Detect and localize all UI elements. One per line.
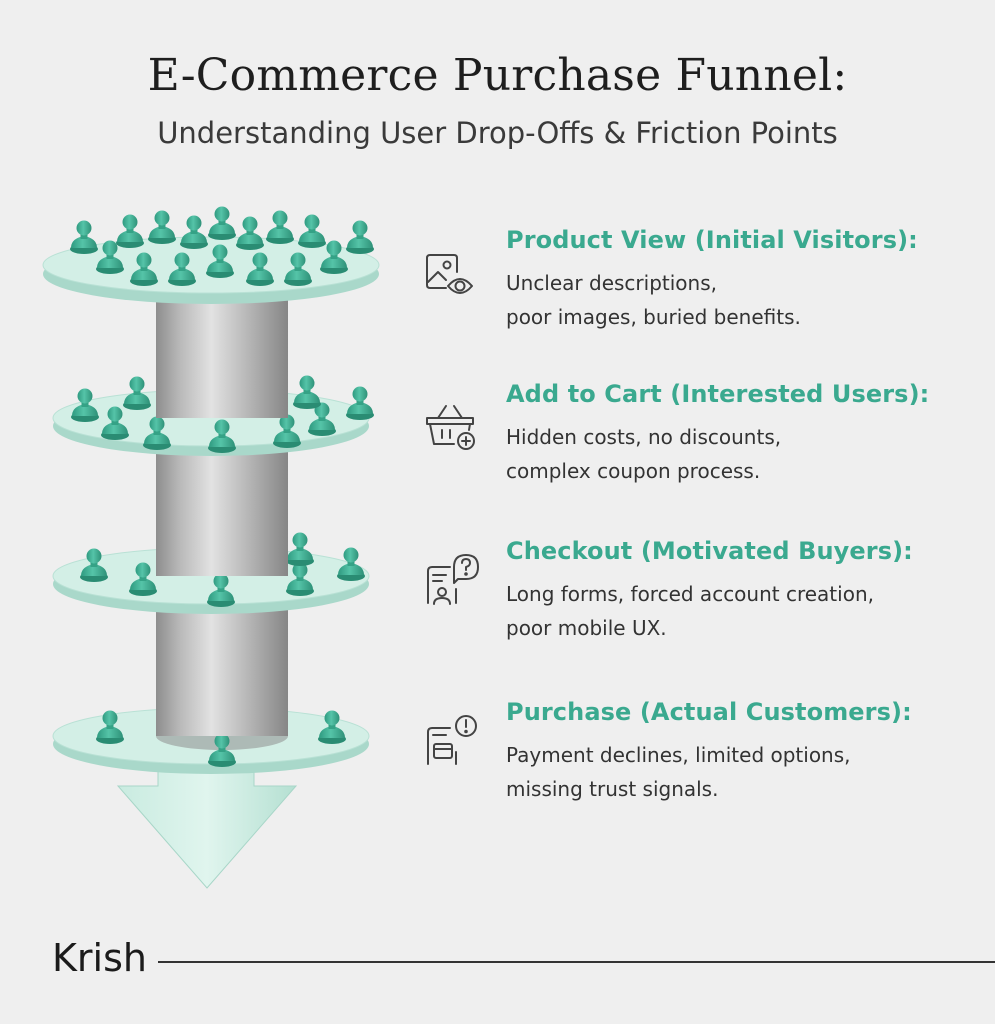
- stage-title: Add to Cart (Interested Users):: [506, 380, 930, 408]
- page-title: E-Commerce Purchase Funnel:: [147, 50, 848, 101]
- stage-title: Product View (Initial Visitors):: [506, 226, 918, 254]
- stage-purchase: Purchase (Actual Customers): Payment dec…: [422, 698, 992, 828]
- stage-add-to-cart: Add to Cart (Interested Users): Hidden c…: [422, 380, 992, 510]
- stage-description: Payment declines, limited options, missi…: [506, 743, 851, 801]
- basket-plus-icon: [426, 405, 475, 450]
- stage-description: Unclear descriptions, poor images, burie…: [506, 271, 801, 329]
- funnel-disc-product-view: [42, 206, 380, 304]
- stage-checkout: Checkout (Motivated Buyers): Long forms,…: [422, 537, 992, 667]
- card-alert-icon: [427, 715, 477, 765]
- divider-line: [158, 961, 995, 963]
- stage-description: Hidden costs, no discounts, complex coup…: [506, 425, 782, 483]
- brand-logo: Krish: [52, 936, 147, 980]
- funnel-illustration: [42, 206, 380, 889]
- image-eye-icon: [426, 254, 473, 294]
- stage-title: Checkout (Motivated Buyers):: [506, 537, 913, 565]
- stage-description: Long forms, forced account creation, poo…: [506, 582, 874, 640]
- stage-product-view: Product View (Initial Visitors): Unclear…: [422, 226, 992, 356]
- form-question-icon: [427, 554, 479, 605]
- stage-title: Purchase (Actual Customers):: [506, 698, 912, 726]
- page-subtitle: Understanding User Drop-Offs & Friction …: [157, 116, 838, 150]
